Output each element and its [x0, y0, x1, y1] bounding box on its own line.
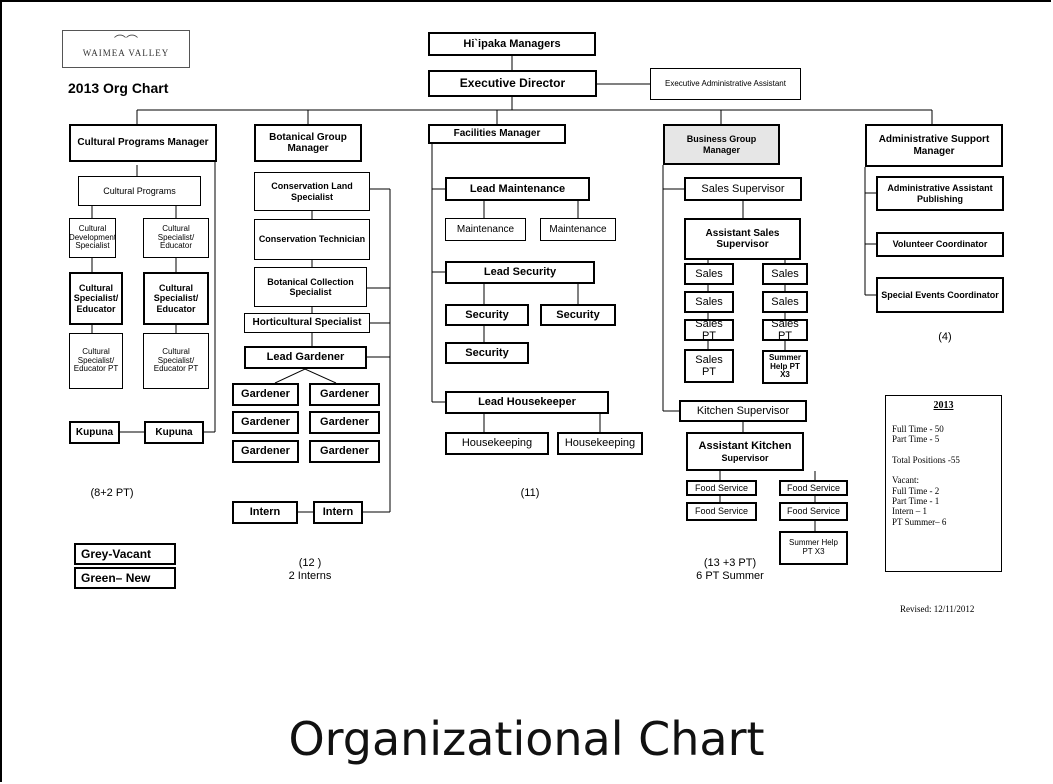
gardener-box: Gardener: [309, 411, 380, 434]
maintenance-box: Maintenance: [445, 218, 526, 241]
volunteer-coordinator-box: Volunteer Coordinator: [876, 232, 1004, 257]
staffing-summary-heading: 2013: [933, 400, 954, 411]
sales-box: Sales: [762, 291, 808, 313]
sales-pt-box: Sales PT: [684, 319, 734, 341]
botanical-headcount: (12 ): [298, 557, 322, 569]
conservation-land-specialist-box: Conservation Land Specialist: [254, 172, 370, 211]
assistant-kitchen-title: Assistant Kitchen: [698, 440, 792, 453]
logo-text: WAIMEA VALLEY: [82, 48, 170, 58]
sales-box: Sales: [684, 263, 734, 285]
gardener-box: Gardener: [309, 440, 380, 463]
staffing-summary-body: Full Time - 50 Part Time - 5 Total Posit…: [892, 423, 960, 527]
facilities-headcount: (11): [520, 487, 540, 499]
food-service-box: Food Service: [779, 480, 848, 496]
legend-grey-vacant: Grey-Vacant: [74, 543, 176, 565]
assistant-kitchen-subtitle: Supervisor: [721, 452, 769, 463]
sales-box: Sales: [684, 291, 734, 313]
business-group-manager-box: Business Group Manager: [663, 124, 780, 165]
summer-help-box: Summer Help PT X3: [779, 531, 848, 565]
gardener-box: Gardener: [232, 440, 299, 463]
gardener-box: Gardener: [232, 411, 299, 434]
page-title: Organizational Chart: [288, 712, 765, 766]
gardener-box: Gardener: [309, 383, 380, 406]
bird-logo-icon: ⌒⌒: [113, 34, 138, 48]
cultural-specialist-educator-box: Cultural Specialist/ Educator: [143, 272, 209, 325]
botanical-interns-note: 2 Interns: [288, 570, 332, 582]
housekeeping-box: Housekeeping: [445, 432, 549, 455]
kitchen-supervisor-box: Kitchen Supervisor: [679, 400, 807, 422]
cultural-specialist-educator-pt-box: Cultural Specialist/ Educator PT: [143, 333, 209, 389]
exec-admin-assistant-box: Executive Administrative Assistant: [650, 68, 801, 100]
cultural-specialist-educator-pt-box: Cultural Specialist/ Educator PT: [69, 333, 123, 389]
administrative-assistant-publishing-box: Administrative Assistant Publishing: [876, 176, 1004, 211]
gardener-box: Gardener: [232, 383, 299, 406]
intern-box: Intern: [232, 501, 298, 524]
sales-box: Sales: [762, 263, 808, 285]
assistant-kitchen-supervisor-box: Assistant Kitchen Supervisor: [686, 432, 804, 471]
cultural-programs-box: Cultural Programs: [78, 176, 201, 206]
summer-help-box: Summer Help PT X3: [762, 350, 808, 384]
staffing-summary-box: 2013 Full Time - 50 Part Time - 5 Total …: [885, 395, 1002, 572]
waimea-valley-logo: ⌒⌒ WAIMEA VALLEY: [62, 30, 190, 68]
cultural-specialist-educator-box: Cultural Specialist/ Educator: [69, 272, 123, 325]
assistant-sales-supervisor-box: Assistant Sales Supervisor: [684, 218, 801, 260]
food-service-box: Food Service: [686, 480, 757, 496]
security-box: Security: [445, 304, 529, 326]
housekeeping-box: Housekeeping: [557, 432, 643, 455]
facilities-manager-box: Facilities Manager: [428, 124, 566, 144]
executive-director-box: Executive Director: [428, 70, 597, 97]
special-events-coordinator-box: Special Events Coordinator: [876, 277, 1004, 313]
legend-green-new: Green– New: [74, 567, 176, 589]
intern-box: Intern: [313, 501, 363, 524]
security-box: Security: [540, 304, 616, 326]
cultural-headcount: (8+2 PT): [90, 487, 134, 499]
kupuna-box: Kupuna: [69, 421, 120, 444]
hipaka-managers-box: Hi`ipaka Managers: [428, 32, 596, 56]
security-box: Security: [445, 342, 529, 364]
org-chart-year-title: 2013 Org Chart: [68, 80, 169, 96]
admin-headcount: (4): [938, 331, 952, 343]
sales-pt-box: Sales PT: [762, 319, 808, 341]
business-summer-note: 6 PT Summer: [696, 570, 764, 582]
administrative-support-manager-box: Administrative Support Manager: [865, 124, 1003, 167]
lead-security-box: Lead Security: [445, 261, 595, 284]
cultural-specialist-educator-box: Cultural Specialist/ Educator: [143, 218, 209, 258]
sales-supervisor-box: Sales Supervisor: [684, 177, 802, 201]
botanical-group-manager-box: Botanical Group Manager: [254, 124, 362, 162]
lead-housekeeper-box: Lead Housekeeper: [445, 391, 609, 414]
conservation-technician-box: Conservation Technician: [254, 219, 370, 260]
cultural-development-specialist-box: Cultural Development Specialist: [69, 218, 116, 258]
lead-maintenance-box: Lead Maintenance: [445, 177, 590, 201]
maintenance-box: Maintenance: [540, 218, 616, 241]
sales-pt-box: Sales PT: [684, 349, 734, 383]
revised-date: Revised: 12/11/2012: [900, 604, 975, 614]
cultural-programs-manager-box: Cultural Programs Manager: [69, 124, 217, 162]
business-headcount: (13 +3 PT): [703, 557, 757, 569]
lead-gardener-box: Lead Gardener: [244, 346, 367, 369]
kupuna-box: Kupuna: [144, 421, 204, 444]
horticultural-specialist-box: Horticultural Specialist: [244, 313, 370, 333]
food-service-box: Food Service: [779, 502, 848, 521]
botanical-collection-specialist-box: Botanical Collection Specialist: [254, 267, 367, 307]
food-service-box: Food Service: [686, 502, 757, 521]
